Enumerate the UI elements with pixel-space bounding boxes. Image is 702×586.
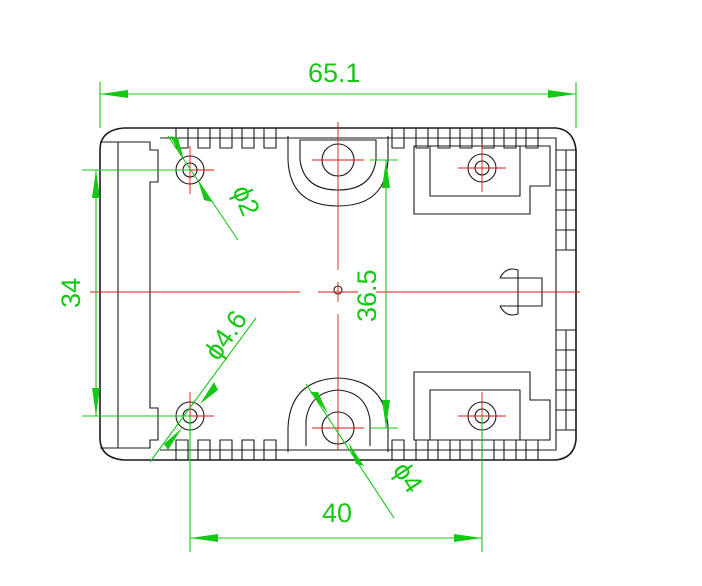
leader-small-hole: ϕ2 [167, 135, 266, 241]
dim-label-center-hole: ϕ4 [387, 457, 429, 499]
dimension-overall-width: 65.1 [99, 58, 577, 128]
dim-label-vertical-spacing: 34 [56, 278, 86, 308]
dim-label-small-hole: ϕ2 [226, 181, 265, 220]
leader-boss-hole: ϕ4.6 [149, 305, 257, 463]
dimension-vertical-spacing: 34 [56, 169, 190, 417]
dim-label-overall-width: 65.1 [308, 58, 361, 88]
dim-label-center-height: 36.5 [352, 269, 382, 322]
dim-label-horizontal-spacing: 40 [322, 498, 352, 528]
dimension-center-height: 36.5 [352, 159, 398, 429]
dim-label-boss-hole: ϕ4.6 [198, 305, 253, 365]
dimension-horizontal-spacing: 40 [189, 416, 483, 552]
center-lines [90, 122, 580, 450]
